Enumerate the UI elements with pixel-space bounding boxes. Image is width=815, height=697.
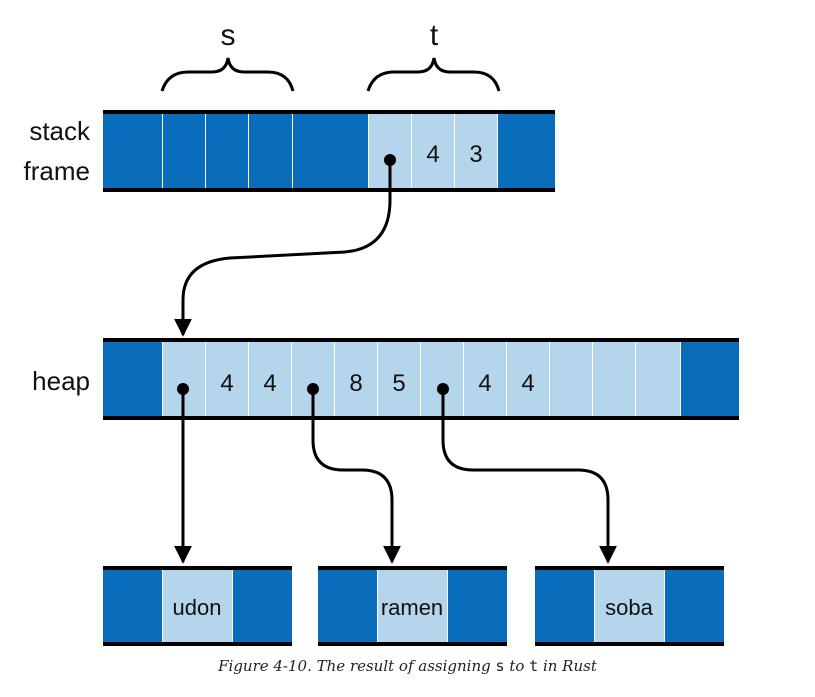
heap-cell <box>103 341 162 417</box>
string-cell <box>378 569 447 643</box>
pointer-dot <box>307 383 319 395</box>
brace-t <box>366 57 501 92</box>
heap-value: 4 <box>478 370 491 397</box>
string-text: soba <box>605 595 653 620</box>
heap-cell-capacity <box>464 341 506 417</box>
stack-cell <box>206 113 248 189</box>
caption-var-t: t <box>529 657 539 675</box>
string-text: udon <box>173 595 222 620</box>
heap-value: 4 <box>521 370 534 397</box>
label-stack: stack <box>29 116 91 146</box>
string-buffer-udon: udon <box>103 566 292 646</box>
brace-s <box>160 57 295 92</box>
label-heap: heap <box>32 366 90 396</box>
stack-cell <box>293 113 368 189</box>
heap-cell-length <box>249 341 291 417</box>
string-buffer-ramen: ramen <box>318 566 507 646</box>
stack-value: 4 <box>426 141 439 168</box>
heap-cell-length <box>507 341 549 417</box>
heap-cell-capacity <box>206 341 248 417</box>
label-frame: frame <box>24 156 90 186</box>
label-t: t <box>430 19 439 52</box>
heap-value: 8 <box>349 370 362 397</box>
heap-value: 4 <box>220 370 233 397</box>
label-s: s <box>221 19 236 52</box>
heap-cell-capacity <box>335 341 377 417</box>
caption-middle: to <box>504 657 530 675</box>
heap-row: heap 4 4 8 5 4 4 <box>32 338 739 420</box>
stack-cell <box>498 113 555 189</box>
caption-suffix: in Rust <box>538 657 597 675</box>
stack-cell-t-length <box>455 113 497 189</box>
pointer-arrow-to-ramen <box>311 392 401 564</box>
pointer-dot <box>437 383 449 395</box>
heap-cell-empty <box>636 341 680 417</box>
stack-cell-t-capacity <box>412 113 454 189</box>
heap-cell <box>681 341 739 417</box>
stack-value: 3 <box>469 141 482 168</box>
ownership-diagram: s t stack frame 4 3 heap <box>24 19 739 646</box>
heap-cell-empty <box>550 341 592 417</box>
string-buffer-soba: soba <box>535 566 724 646</box>
caption-var-s: s <box>495 657 505 675</box>
heap-cell-length <box>378 341 420 417</box>
pointer-arrow-t-to-heap <box>174 163 392 337</box>
stack-cell <box>249 113 292 189</box>
string-cell <box>595 569 664 643</box>
stack-cell <box>163 113 205 189</box>
caption-prefix: Figure 4-10. The result of assigning <box>218 657 496 675</box>
pointer-dot <box>384 154 396 166</box>
figure-caption: Figure 4-10. The result of assigning s t… <box>0 657 815 675</box>
string-cell <box>163 569 232 643</box>
string-text: ramen <box>381 595 443 620</box>
heap-cell-empty <box>593 341 635 417</box>
stack-frame-row: stack frame 4 3 <box>24 110 555 192</box>
stack-cell <box>103 113 162 189</box>
pointer-dot <box>177 383 189 395</box>
heap-value: 4 <box>263 370 276 397</box>
heap-value: 5 <box>392 370 405 397</box>
pointer-arrow-to-soba <box>441 392 617 564</box>
